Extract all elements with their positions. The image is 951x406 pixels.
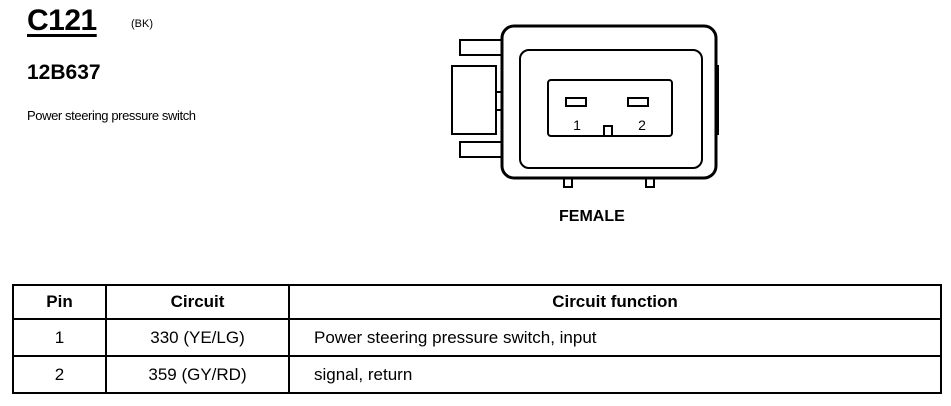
connector-face-diagram: 1 2: [451, 24, 719, 188]
header-circuit-function: Circuit function: [288, 284, 942, 320]
cell-circuit-function: signal, return: [288, 355, 942, 394]
cell-circuit: 359 (GY/RD): [105, 355, 290, 394]
table-row: 2 359 (GY/RD) signal, return: [12, 355, 942, 394]
pin-label-1: 1: [573, 117, 581, 133]
cell-pin: 1: [12, 318, 107, 357]
pin-label-2: 2: [638, 117, 646, 133]
table-header-row: Pin Circuit Circuit function: [12, 284, 942, 320]
cell-circuit: 330 (YE/LG): [105, 318, 290, 357]
pinout-table: Pin Circuit Circuit function 1 330 (YE/L…: [12, 284, 942, 394]
part-number: 12B637: [27, 61, 101, 84]
header-circuit: Circuit: [105, 284, 290, 320]
cell-pin: 2: [12, 355, 107, 394]
connector-gender-label: FEMALE: [559, 208, 625, 225]
polarization-key: [603, 125, 613, 137]
pin-terminal-1: [565, 97, 587, 107]
wire-color-code: (BK): [131, 18, 153, 30]
pin-terminal-2: [627, 97, 649, 107]
side-latch-left: [451, 65, 497, 135]
connector-id: C121: [27, 4, 97, 37]
connector-description: Power steering pressure switch: [27, 108, 196, 123]
header-pin: Pin: [12, 284, 107, 320]
table-row: 1 330 (YE/LG) Power steering pressure sw…: [12, 318, 942, 357]
cell-circuit-function: Power steering pressure switch, input: [288, 318, 942, 357]
